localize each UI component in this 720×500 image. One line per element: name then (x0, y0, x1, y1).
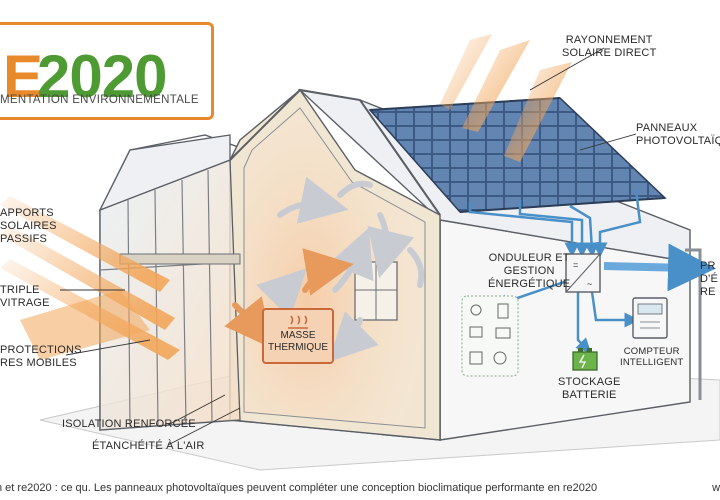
lightbulb-icon (470, 304, 482, 316)
svg-text:=: = (573, 260, 578, 270)
caption: n et re2020 : ce qu. Les panneaux photov… (0, 482, 598, 494)
appliance-panel (461, 295, 519, 377)
label-etancheite: ÉTANCHÉITÉ À L'AIR (92, 440, 205, 452)
corner-watermark: ww (712, 482, 720, 494)
leader-lines (60, 47, 637, 446)
heat-icon (469, 326, 483, 338)
grid-export-arrow (603, 243, 716, 292)
logo-subtitle: MENTATION ENVIRONNEMENTALE (0, 94, 199, 106)
logo-letter: E (3, 43, 43, 110)
sun-arrow-icon (440, 34, 572, 162)
fridge-icon (497, 303, 509, 319)
inverter-icon: = ~ (565, 253, 601, 293)
radiator-icon (495, 327, 511, 339)
heat-icon (288, 315, 308, 329)
label-isolation: ISOLATION RENFORCÉE (62, 418, 196, 430)
logo-year: 2020 (37, 43, 167, 110)
mobile-shade (119, 253, 241, 265)
masse-label-1: MASSE (280, 330, 316, 341)
fan-icon (493, 351, 507, 365)
svg-text:~: ~ (587, 279, 592, 289)
masse-thermique-box: MASSE THERMIQUE (262, 308, 334, 364)
smart-meter-icon (632, 297, 668, 339)
masse-label-2: THERMIQUE (268, 342, 328, 353)
battery-icon (572, 348, 598, 371)
sun-arrow-icon (0, 196, 180, 360)
re2020-logo: E 2020 (0, 22, 214, 120)
